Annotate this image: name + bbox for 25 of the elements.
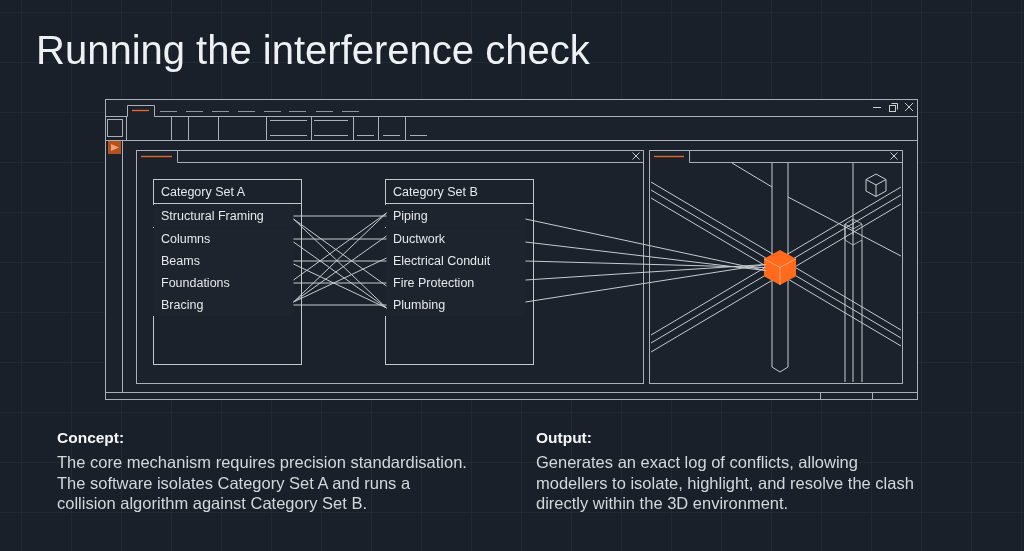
connector-line: [293, 238, 387, 240]
connector-line: [525, 260, 766, 268]
connector-line: [293, 235, 387, 303]
list-heading: Category Set B: [386, 180, 533, 204]
paragraph: Generates an exact log of conflicts, allowing modellers to isolate, highlight, and resolve the clash directly within the 3D environment.: [536, 452, 915, 514]
connector-line: [525, 241, 766, 271]
connector-line: [293, 241, 387, 309]
title: Running the interference check: [36, 28, 590, 73]
connector-line: [525, 218, 766, 271]
list-panel: [153, 179, 302, 365]
connector-line: [293, 215, 387, 217]
section-heading: Concept:: [57, 429, 125, 447]
connector-line: [293, 257, 387, 303]
connector-line: [293, 304, 387, 306]
cube-icon: [764, 250, 796, 285]
list-heading: Category Set A: [154, 180, 301, 204]
connector-line: [293, 260, 387, 262]
paragraph: The core mechanism requires precision standardisation. The software isolates Category Set A and runs a collision algorithm against Category Set B.: [57, 452, 468, 514]
connector-line: [293, 212, 387, 281]
section-heading: Output:: [536, 429, 592, 447]
connector-line: [293, 218, 387, 287]
connector-line: [293, 263, 387, 309]
connector-line: [293, 282, 387, 284]
list-panel: [385, 179, 534, 365]
connector-line: [525, 264, 766, 303]
